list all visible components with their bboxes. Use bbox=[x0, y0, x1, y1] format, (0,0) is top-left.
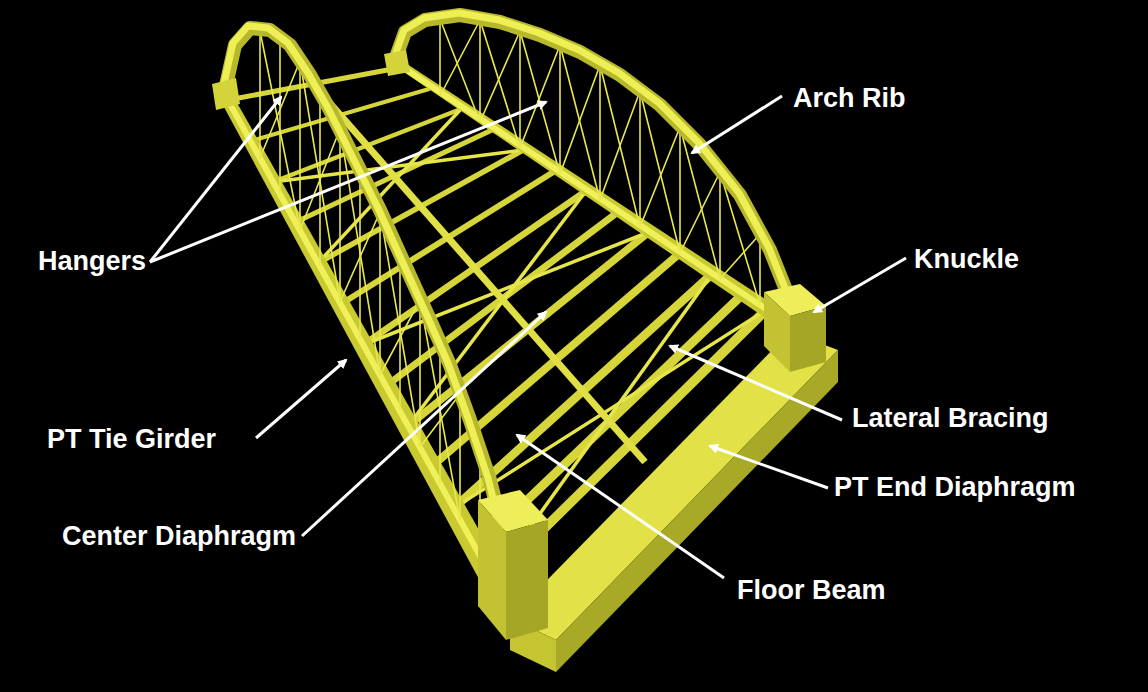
part-label: PT End Diaphragm bbox=[834, 472, 1076, 502]
part-label: PT Tie Girder bbox=[47, 424, 216, 454]
end-diaphragm bbox=[510, 332, 838, 672]
part-label: Center Diaphragm bbox=[62, 521, 296, 551]
part-label: Arch Rib bbox=[793, 83, 906, 113]
part-label: Hangers bbox=[38, 246, 146, 276]
center-diaphragm bbox=[313, 84, 645, 462]
part-label: Knuckle bbox=[914, 244, 1019, 274]
knuckle-block bbox=[212, 78, 240, 110]
part-label: Lateral Bracing bbox=[852, 403, 1049, 433]
knuckle-block bbox=[384, 50, 410, 76]
leader-lines bbox=[150, 96, 906, 578]
part-label: Floor Beam bbox=[737, 575, 886, 605]
